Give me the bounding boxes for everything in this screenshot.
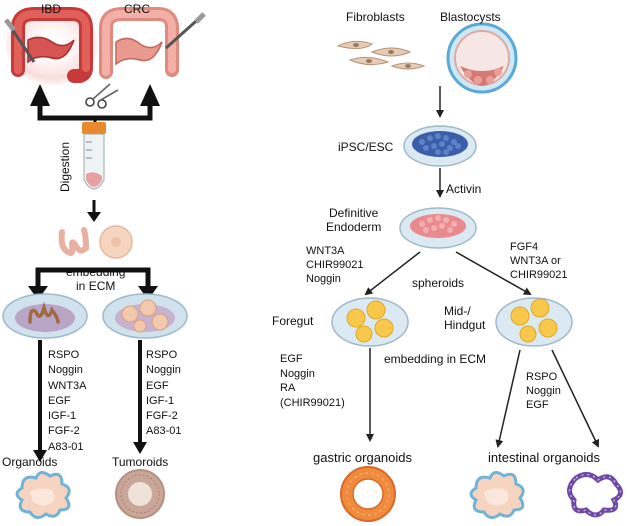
ibd-label: IBD: [41, 2, 62, 16]
digestion-tube: [82, 122, 106, 190]
sampling-bracket: [30, 84, 160, 122]
organoid-illustration: [15, 471, 71, 519]
fibroblasts-illustration: [336, 40, 426, 70]
gastric-organoids-label: gastric organoids: [313, 450, 412, 465]
intestinal-organoid-illustration: [469, 471, 525, 519]
ibd-colon-illustration: [4, 5, 98, 85]
ipsc-label: iPSC/ESC: [338, 140, 394, 154]
organoid-factors: RSPO Noggin WNT3A EGF IGF-1 FGF-2 A83-01: [48, 349, 87, 453]
gastric-organoid-illustration: [340, 466, 396, 522]
tumoroid-dish: [102, 293, 188, 339]
endoderm-dish: [399, 207, 477, 249]
gastric-factors: EGF Noggin RA (CHIR99021): [280, 353, 345, 409]
crc-colon-illustration: [99, 6, 206, 79]
blastocyst-illustration: [446, 22, 518, 94]
left-embedding-label: embedding in ECM: [66, 265, 126, 294]
fibroblasts-label: Fibroblasts: [346, 10, 405, 24]
right-embedding-label: embedding in ECM: [384, 352, 487, 366]
tumoroids-label: Tumoroids: [112, 455, 169, 469]
colon-organoid-illustration: [567, 472, 623, 518]
spheroids-label: spheroids: [412, 276, 465, 290]
foregut-label: Foregut: [272, 314, 314, 328]
crypt-fragment: [58, 227, 90, 256]
organoid-dish: [2, 293, 88, 339]
embedding-splitter: [28, 267, 158, 300]
activin-label: Activin: [446, 182, 482, 196]
crc-label: CRC: [124, 2, 150, 16]
hindgut-dish: [495, 297, 573, 347]
organoids-label: Organoids: [2, 455, 58, 469]
digestion-label: Digestion: [58, 141, 72, 192]
hindgut-label: Mid-/ Hindgut: [444, 304, 486, 333]
intestinal-organoids-label: intestinal organoids: [488, 450, 601, 465]
tumoroid-illustration: [115, 469, 165, 519]
ipsc-dish: [403, 125, 477, 167]
definitive-endoderm-label: Definitive Endoderm: [326, 206, 382, 235]
foregut-factors: WNT3A CHIR99021 Noggin: [306, 245, 364, 285]
foregut-dish: [331, 297, 409, 347]
intestinal-factors: RSPO Noggin EGF: [526, 371, 561, 411]
scissors-icon: [85, 83, 119, 109]
hindgut-factors: FGF4 WNT3A or CHIR99021: [510, 241, 568, 281]
blastocysts-label: Blastocysts: [440, 10, 501, 24]
tumoroid-factors: RSPO Noggin EGF IGF-1 FGF-2 A83-01: [146, 349, 182, 438]
